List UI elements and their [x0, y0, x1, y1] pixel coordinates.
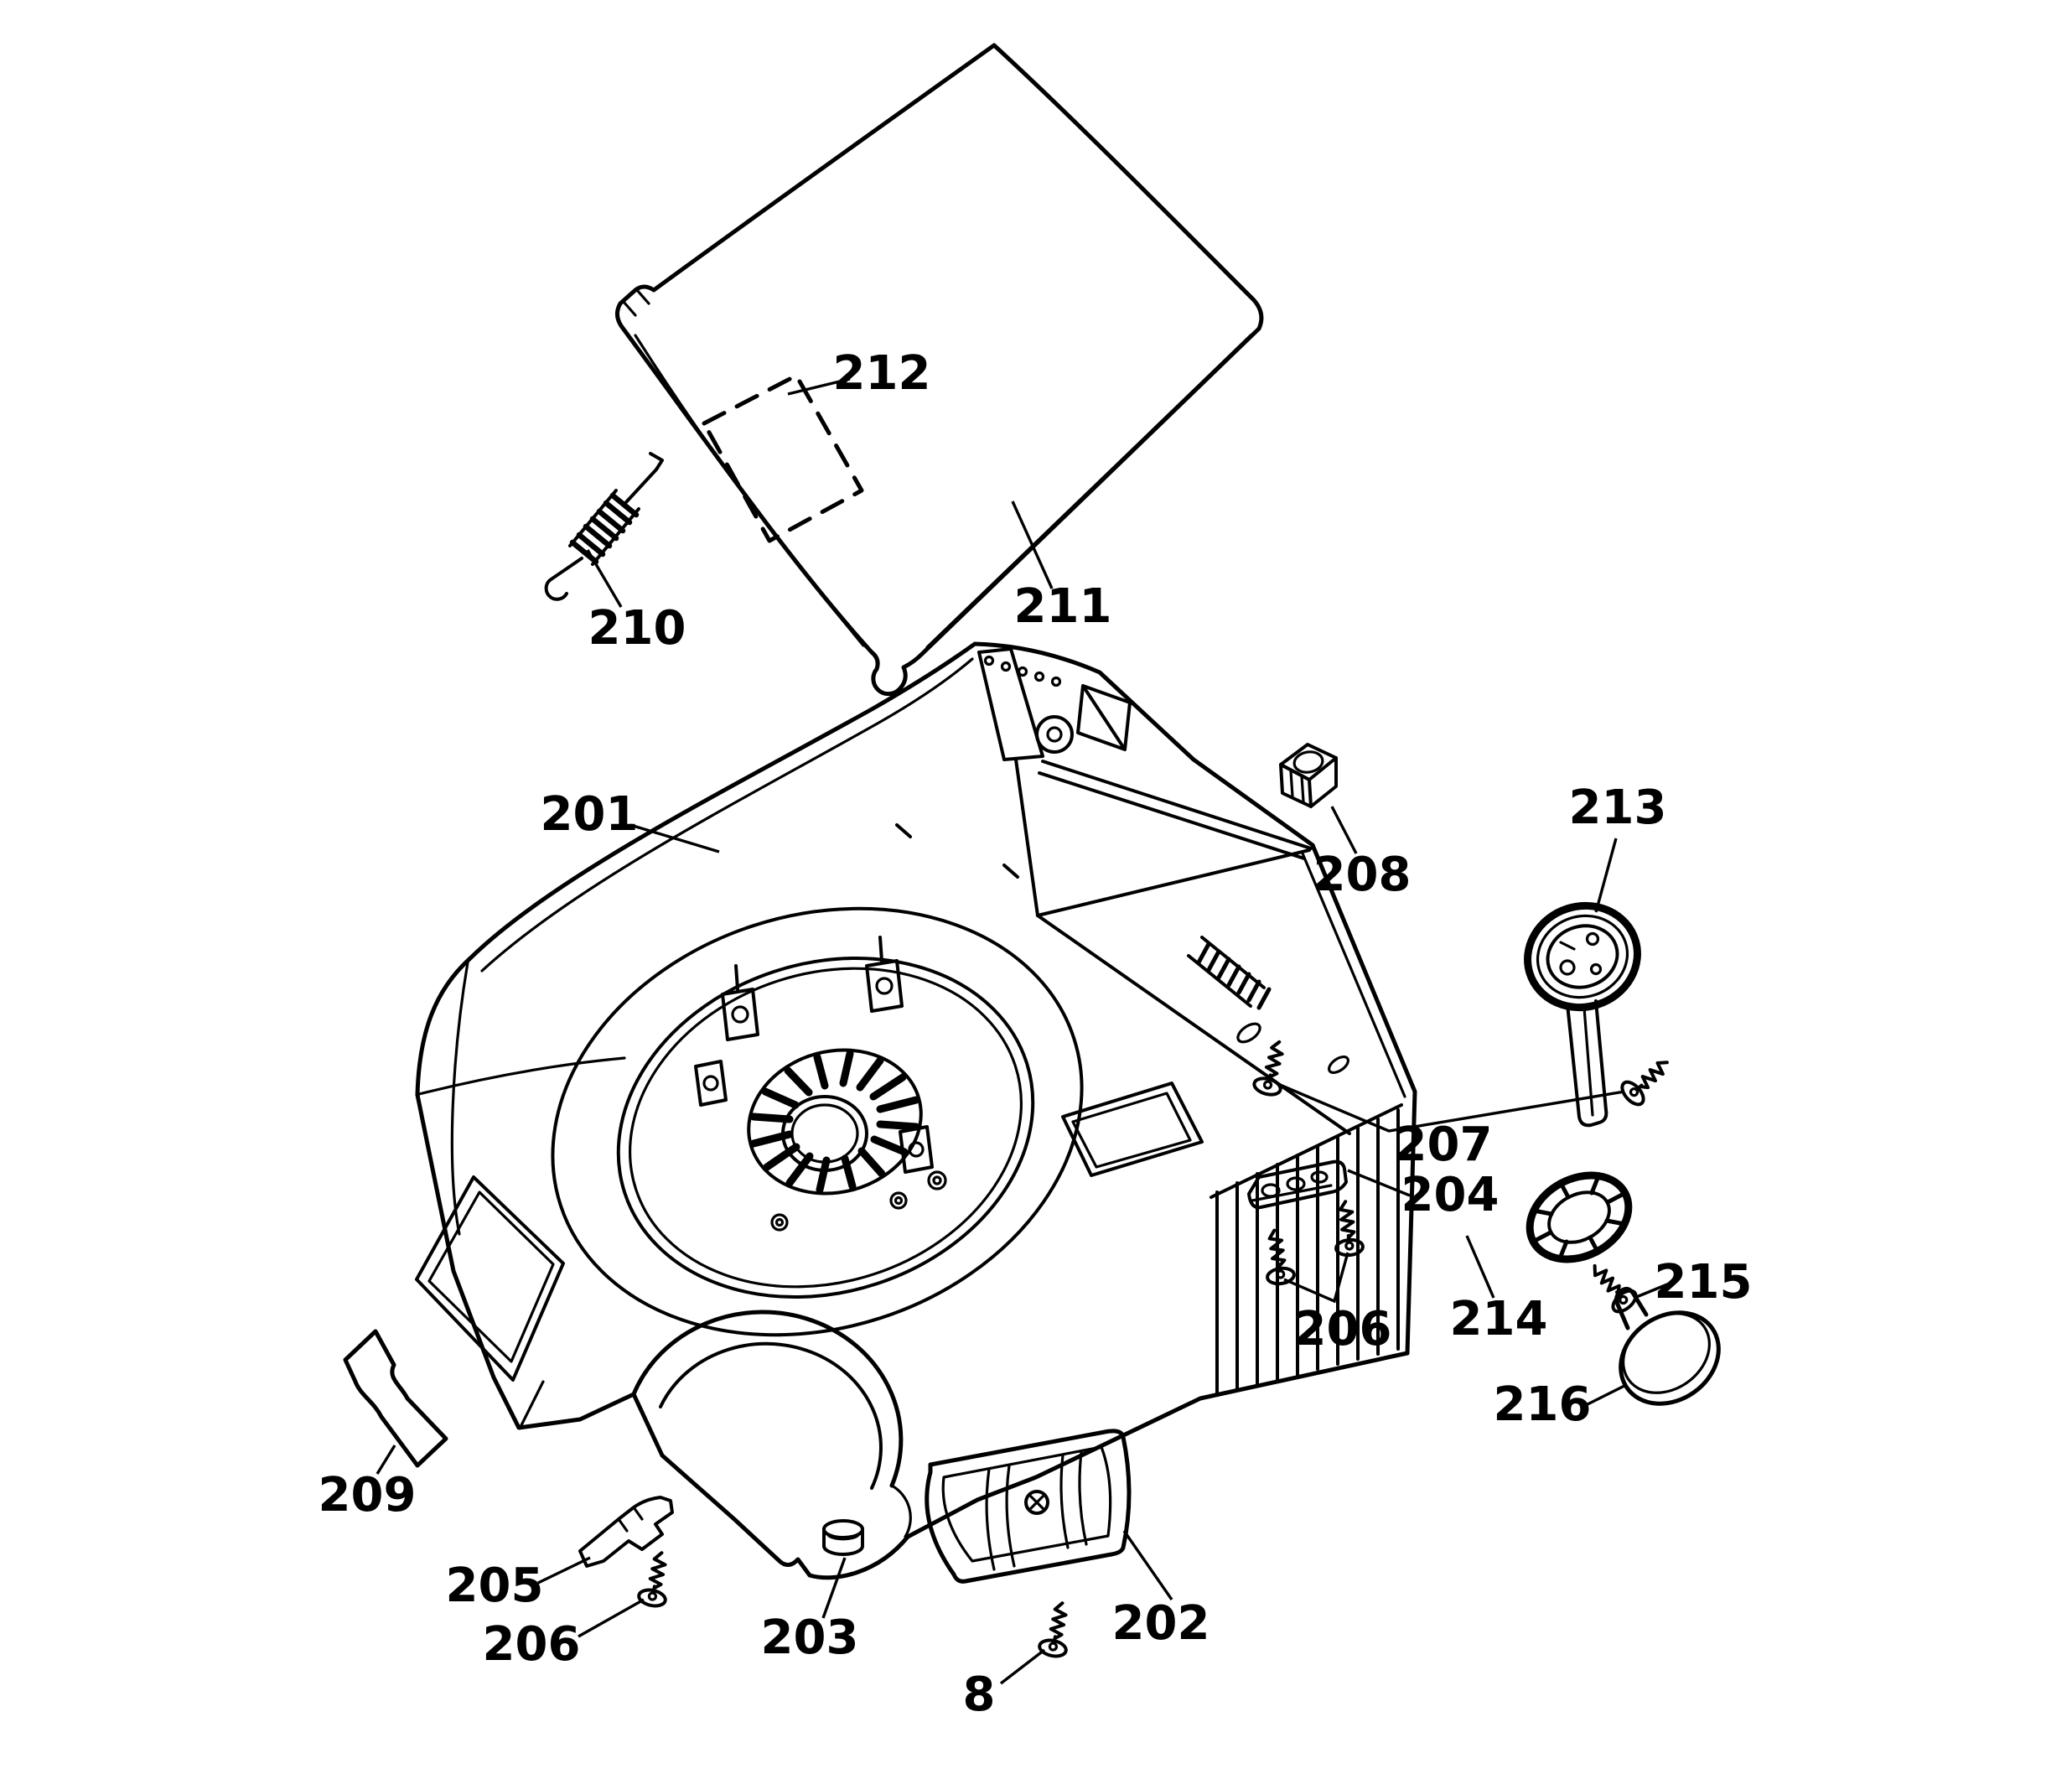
screws-207 — [1251, 1036, 1678, 1110]
leader-210 — [586, 549, 623, 608]
leader-8 — [999, 1648, 1046, 1685]
leader-201 — [629, 823, 720, 853]
callout-205: 205 — [446, 1559, 544, 1613]
callout-206-right: 206 — [1294, 1302, 1392, 1356]
leader-214 — [1465, 1235, 1495, 1299]
callout-203: 203 — [761, 1611, 859, 1665]
screw-207-right — [1616, 1050, 1678, 1110]
leader-lines — [376, 377, 1672, 1685]
part-deflector-202 — [925, 1429, 1132, 1584]
callout-202: 202 — [1112, 1596, 1210, 1651]
leader-208 — [1330, 806, 1358, 854]
screw-215 — [1582, 1255, 1642, 1318]
callout-8: 8 — [963, 1668, 996, 1722]
deck-fan-bowl — [551, 906, 1084, 1337]
callout-labels: 201 202 203 204 205 206 206 207 208 209 … — [319, 346, 1753, 1722]
callout-208: 208 — [1313, 848, 1412, 902]
leader-206-left — [578, 1598, 645, 1638]
part-screw-215 — [1582, 1255, 1642, 1318]
leader-215 — [1634, 1281, 1672, 1299]
callout-210: 210 — [588, 601, 686, 656]
part-label-area-212 — [702, 373, 864, 543]
deck-front-box — [415, 961, 626, 1427]
lid-hinge-tab — [622, 288, 650, 317]
callout-214: 214 — [1450, 1292, 1548, 1346]
callout-216: 216 — [1494, 1377, 1592, 1432]
leader-202 — [1122, 1530, 1173, 1600]
deck-louvers — [1210, 1103, 1403, 1396]
leader-211 — [1011, 501, 1054, 589]
deck-rear-flat — [1036, 848, 1351, 1135]
callout-213: 213 — [1569, 781, 1667, 835]
callout-211: 211 — [1014, 579, 1112, 634]
part-lid-211 — [615, 43, 1264, 697]
deck-chute-opening — [1061, 1082, 1204, 1177]
leader-204 — [1347, 1169, 1411, 1197]
leader-216 — [1585, 1383, 1627, 1407]
leader-203 — [821, 1557, 847, 1619]
callout-207: 207 — [1395, 1118, 1493, 1172]
lid-rim-right — [925, 334, 1252, 649]
callout-201: 201 — [541, 787, 639, 842]
leader-213 — [1594, 838, 1618, 913]
callout-204: 204 — [1401, 1168, 1500, 1222]
part-nut-208 — [1279, 743, 1338, 808]
deck-wheel-arch — [631, 1310, 912, 1538]
leader-212 — [787, 377, 851, 396]
leader-206-right — [1283, 1252, 1349, 1304]
part-bracket-204 — [1247, 1159, 1348, 1210]
part-height-adjuster-213 — [1524, 901, 1641, 1128]
part-trim-209 — [343, 1329, 448, 1468]
callout-215: 215 — [1655, 1255, 1753, 1310]
deck-rear-bracket — [977, 647, 1313, 917]
part-bushing-203 — [822, 1519, 864, 1556]
part-gear-214 — [1526, 1171, 1633, 1263]
screws-206 — [635, 1198, 1365, 1611]
lid-rim-left — [634, 334, 865, 647]
leader-205 — [537, 1556, 591, 1585]
callout-206-left: 206 — [483, 1617, 581, 1672]
part-spring-210 — [544, 452, 664, 601]
callout-209: 209 — [319, 1468, 417, 1522]
leader-207 — [1279, 1083, 1625, 1133]
leader-209 — [376, 1445, 396, 1475]
callout-212: 212 — [833, 346, 931, 401]
part-latch-205 — [578, 1496, 674, 1568]
part-deck-201 — [415, 641, 1417, 1580]
